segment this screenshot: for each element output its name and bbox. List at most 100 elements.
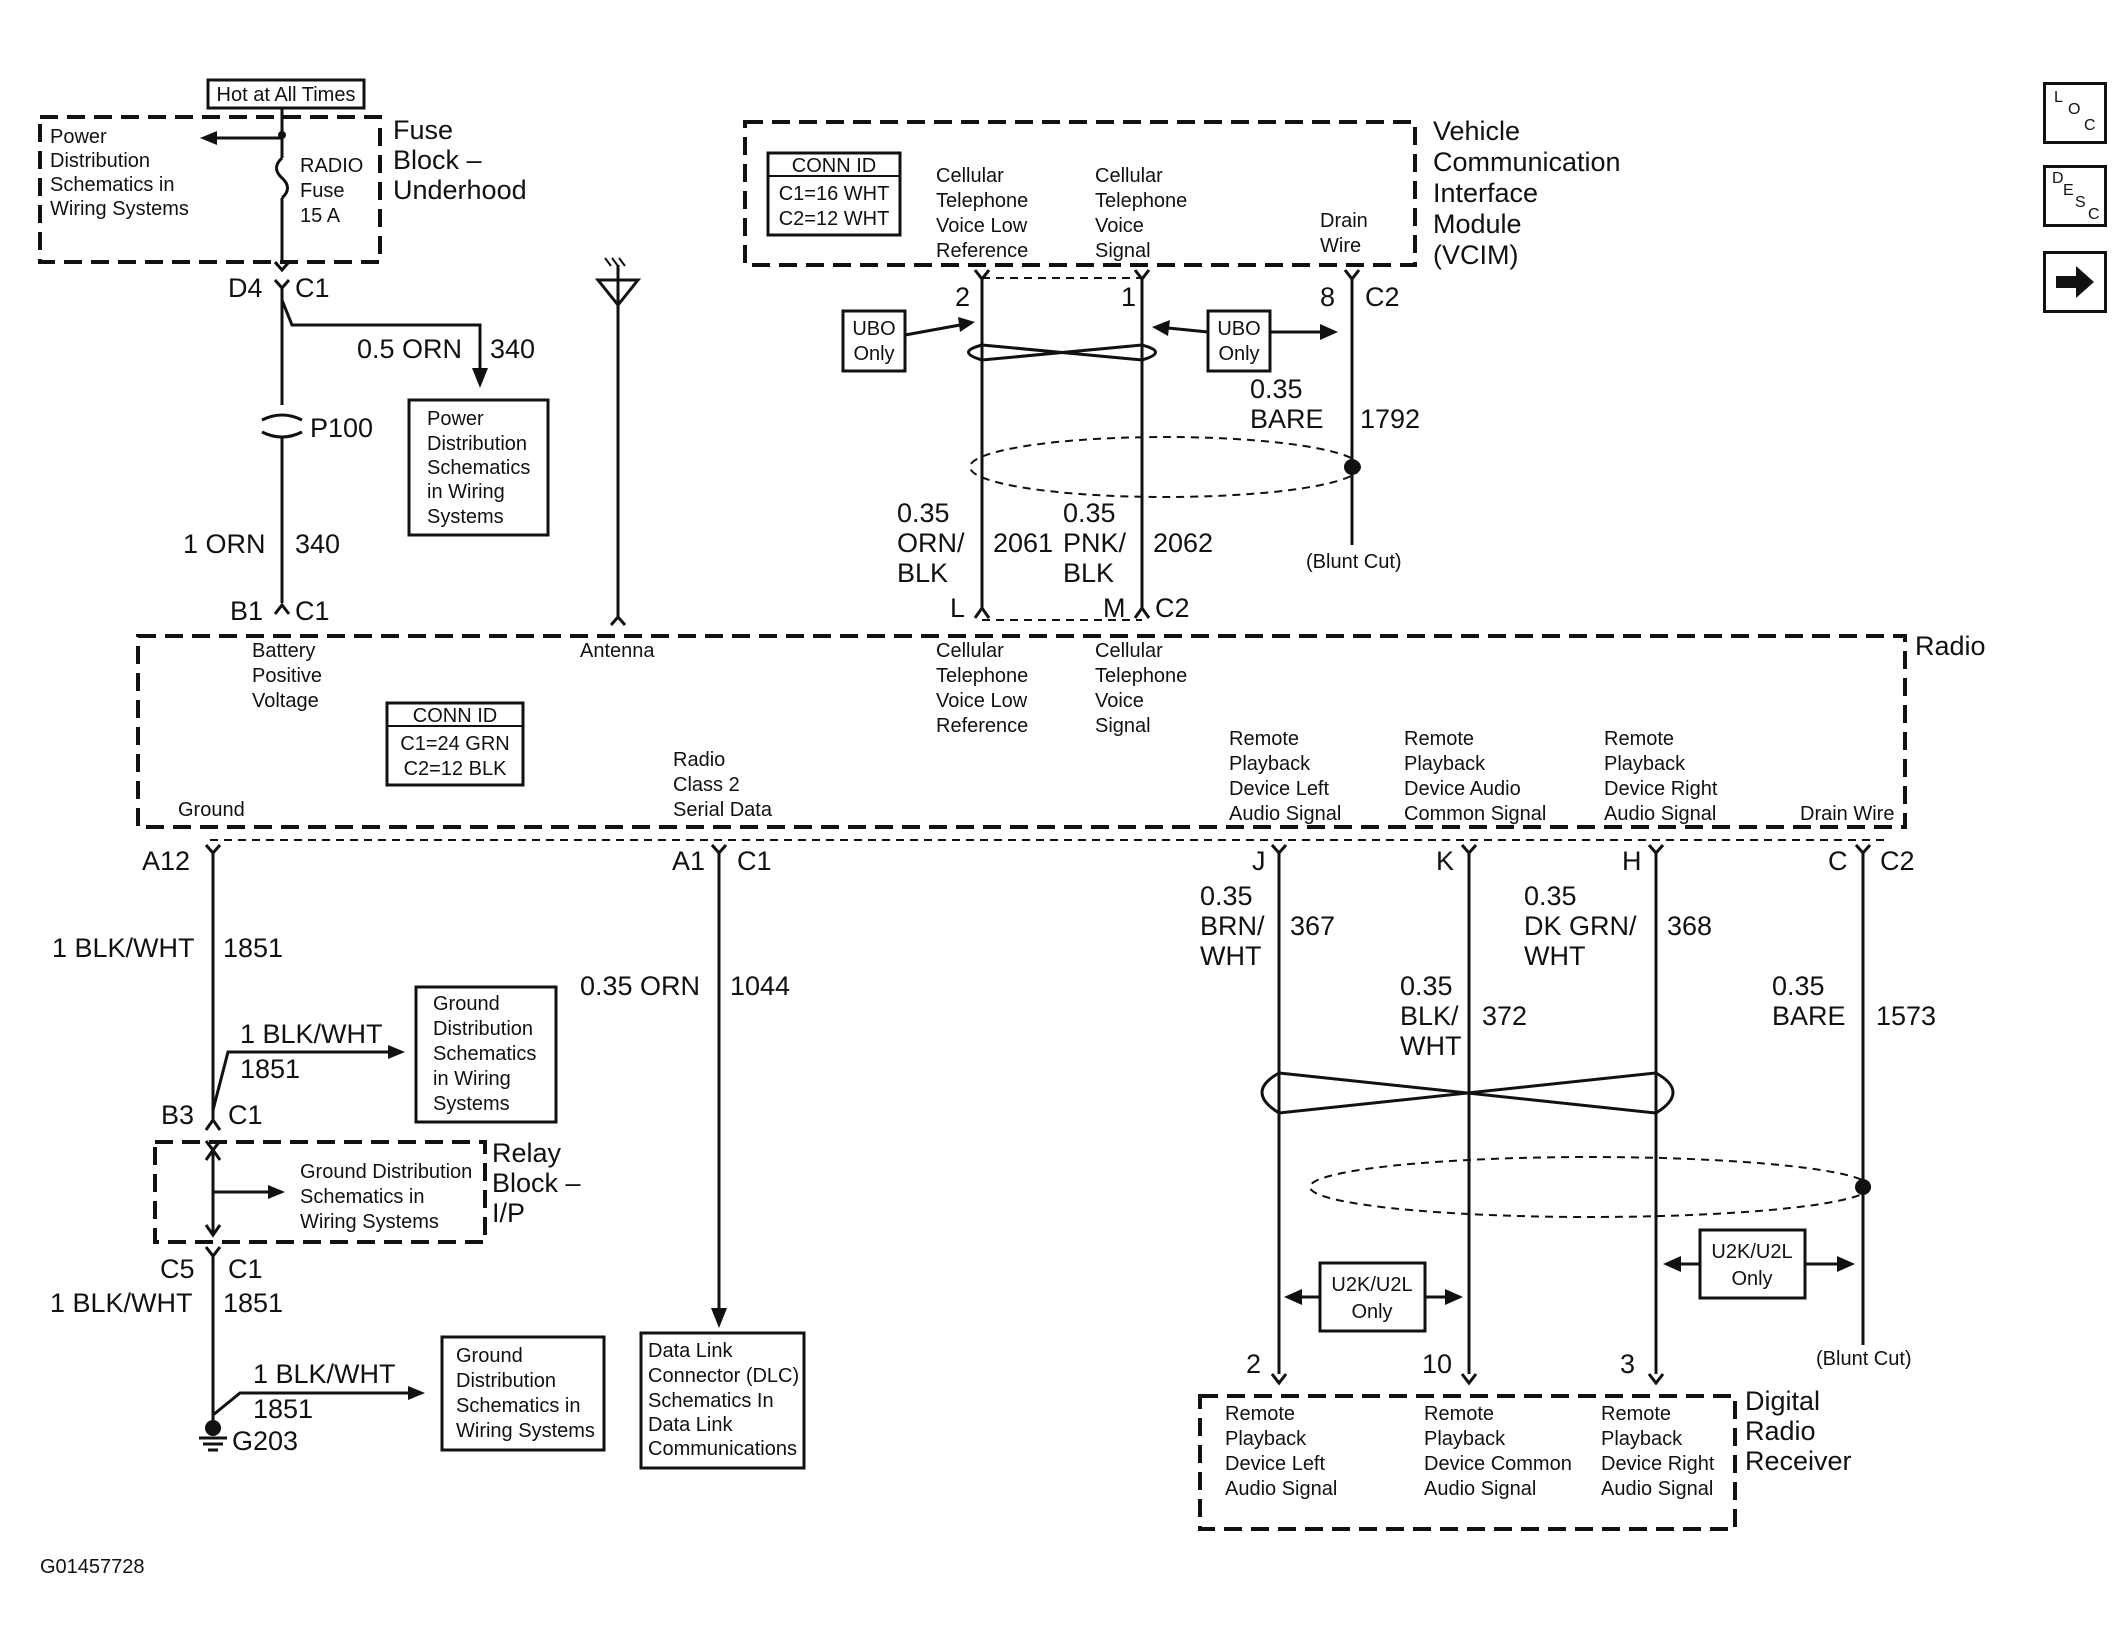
arrow-left-icon xyxy=(1284,1289,1302,1305)
radio-pin-label: Cellular xyxy=(936,640,1004,662)
ground-g203-label: G203 xyxy=(232,1426,298,1456)
radio-conn: C2 xyxy=(1155,593,1190,623)
power-ref-box xyxy=(407,398,550,537)
desc-letter: D xyxy=(2052,170,2064,187)
radio-pin-label: Audio Signal xyxy=(1229,803,1341,825)
arrow-right-icon xyxy=(1445,1289,1463,1305)
radio-pin-label: Device Right xyxy=(1604,778,1718,800)
pin-label: Telephone xyxy=(936,190,1028,212)
relay-block-title: I/P xyxy=(492,1198,525,1228)
drain-splice-icon xyxy=(1344,459,1360,475)
radio-pin-a12: A12 xyxy=(142,846,190,876)
circuit-number: 1851 xyxy=(253,1394,313,1424)
vcim-title: Interface xyxy=(1433,178,1538,208)
fuse-block-title: Fuse xyxy=(393,115,453,145)
ground-ref-box xyxy=(440,1335,606,1452)
location-button[interactable]: L O C xyxy=(2043,82,2107,144)
vcim-title: (VCIM) xyxy=(1433,240,1518,270)
connector-pin-c5: C5 xyxy=(160,1254,195,1284)
drr-box xyxy=(1198,1394,1737,1531)
arrow-right-icon xyxy=(1320,324,1338,340)
ground-path: A12 1 BLK/WHT 1851 1 BLK/WHT 1851 Ground… xyxy=(50,839,1885,1456)
drr-pin-label: Remote xyxy=(1225,1403,1295,1425)
ground-icon xyxy=(199,1420,227,1452)
relay-block-title: Relay xyxy=(492,1138,562,1168)
wire-color: WHT xyxy=(1524,941,1585,971)
fuse-label: 15 A xyxy=(300,205,341,227)
wire-color: 0.5 ORN xyxy=(357,334,462,364)
shield-icon xyxy=(969,436,1361,498)
wire-color: BARE xyxy=(1772,1001,1846,1031)
ref-line: Distribution xyxy=(433,1018,533,1040)
drr-pin-label: Audio Signal xyxy=(1601,1478,1713,1500)
relay-block-title: Block – xyxy=(492,1168,581,1198)
fuse-block-underhood: Hot at All Times Power Distribution Sche… xyxy=(38,78,527,264)
antenna-icon xyxy=(594,257,642,626)
relay-block-box xyxy=(153,1140,487,1244)
wire-gauge: 0.35 xyxy=(1063,498,1116,528)
conn-id-line: C1=16 WHT xyxy=(779,183,890,205)
drr-title: Digital xyxy=(1745,1386,1820,1416)
splice-p100-icon xyxy=(261,413,303,439)
drain-splice-icon xyxy=(1855,1179,1871,1195)
circuit-number: 1792 xyxy=(1360,404,1420,434)
radio-pin-label: Remote xyxy=(1229,728,1299,750)
fuse-label: RADIO xyxy=(300,155,363,177)
wire-color: BRN/ xyxy=(1200,911,1265,941)
radio-pin-label: Radio xyxy=(673,749,725,771)
circuit-number: 1573 xyxy=(1876,1001,1936,1031)
circuit-number: 2061 xyxy=(993,528,1053,558)
ref-line: Ground xyxy=(456,1345,523,1367)
ref-line: Power xyxy=(427,408,484,430)
drr-pin-label: Remote xyxy=(1424,1403,1494,1425)
wire-color: BLK xyxy=(897,558,948,588)
wire-color: 1 BLK/WHT xyxy=(253,1359,396,1389)
radio-pin-label: Signal xyxy=(1095,715,1151,737)
conn-id-heading: CONN ID xyxy=(792,155,876,177)
ref-line: Schematics in xyxy=(456,1395,581,1417)
ubo-label: UBO xyxy=(1217,318,1260,340)
radio-pin: K xyxy=(1436,846,1454,876)
drr-pin-label: Playback xyxy=(1424,1428,1506,1450)
radio-title: Radio xyxy=(1915,631,1986,661)
radio-conn-id-box xyxy=(385,701,525,787)
hot-at-all-times-label: Hot at All Times xyxy=(217,84,356,106)
drr-title: Radio xyxy=(1745,1416,1816,1446)
power-ref-line: Wiring Systems xyxy=(50,198,189,220)
description-button[interactable]: D E S C xyxy=(2043,165,2107,227)
wire-color: WHT xyxy=(1200,941,1261,971)
ref-line: Communications xyxy=(648,1438,797,1460)
drr-path: J K H C C2 0.35 BRN/ WHT 367 0.35 DK GRN… xyxy=(1198,844,1936,1531)
circuit-number: 1851 xyxy=(223,933,283,963)
radio-pin: L xyxy=(950,593,965,623)
ref-line: Systems xyxy=(427,506,504,528)
power-ref-line: Schematics in xyxy=(50,174,175,196)
wire-color: BLK xyxy=(1063,558,1114,588)
wire-color: 1 ORN xyxy=(183,529,266,559)
wire-color: ORN/ xyxy=(897,528,965,558)
twisted-triple-icon xyxy=(1260,1071,1675,1115)
arrow-left-icon xyxy=(1663,1256,1681,1272)
ref-line: Schematics xyxy=(427,457,530,479)
fuse-label: Fuse xyxy=(300,180,344,202)
power-ref-line: Power xyxy=(50,126,107,148)
next-button[interactable] xyxy=(2043,251,2107,313)
radio-pin-label: Serial Data xyxy=(673,799,773,821)
connector-c1: C1 xyxy=(228,1254,263,1284)
radio-pin-label: Telephone xyxy=(936,665,1028,687)
drr-pin-label: Playback xyxy=(1225,1428,1307,1450)
radio-pin-label: Ground xyxy=(178,799,245,821)
vcim-conn: C2 xyxy=(1365,282,1400,312)
radio-pin-label: Drain Wire xyxy=(1800,803,1894,825)
drr-pin: 3 xyxy=(1620,1349,1635,1379)
blunt-cut-label: (Blunt Cut) xyxy=(1306,551,1402,573)
u2k-label: Only xyxy=(1351,1301,1392,1323)
pin-label: Voice Low xyxy=(936,215,1028,237)
ref-line: Distribution xyxy=(427,433,527,455)
circuit-number: 372 xyxy=(1482,1001,1527,1031)
wire-gauge: 0.35 xyxy=(1200,881,1253,911)
radio-pin-label: Audio Signal xyxy=(1604,803,1716,825)
hot-at-all-times-box xyxy=(206,78,366,110)
figure-id: G01457728 xyxy=(40,1556,145,1578)
vcim-title: Vehicle xyxy=(1433,116,1520,146)
